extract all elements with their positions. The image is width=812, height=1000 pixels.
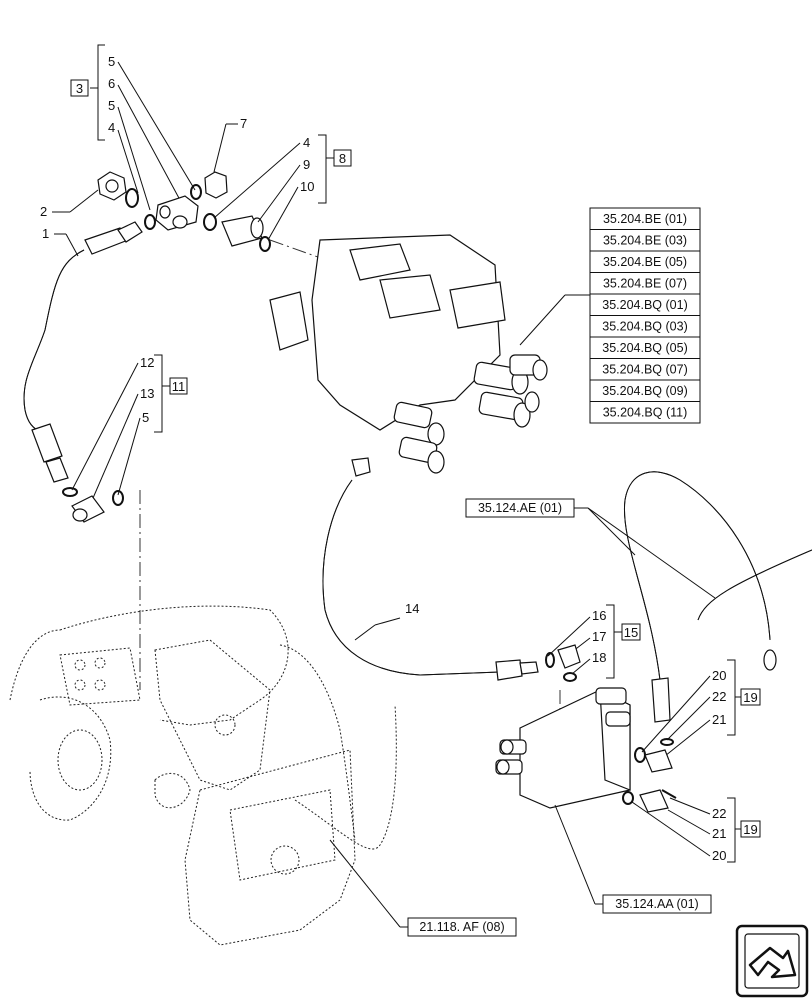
block-ref-label: 35.124.AA (01) [615,897,698,911]
callout-5-bottom: 5 [142,410,149,425]
callout-19-lower: 19 [743,822,757,837]
valve-block: 35.124.AA (01) [495,687,712,914]
bracket-group-11: 11 12 13 5 [62,354,188,523]
callout-22-lower: 22 [712,806,726,821]
callout-18: 18 [592,650,606,665]
bracket-group-19-upper: 19 20 22 21 [634,659,761,773]
frame-ref-label: 21.118. AF (08) [419,920,504,934]
valve-ref-label: 35.204.BQ (07) [602,363,687,377]
valve-ref-label: 35.204.BQ (01) [602,298,687,312]
callout-5-mid: 5 [108,98,115,113]
valve-ref-label: 35.204.BQ (03) [602,320,687,334]
quick-couplers [393,354,548,474]
hose-14: 14 [322,457,539,681]
callout-3: 3 [76,81,83,96]
callout-9: 9 [303,157,310,172]
callout-22-upper: 22 [712,689,726,704]
valve-ref-label: 35.204.BE (07) [603,277,687,291]
callout-21-lower: 21 [712,826,726,841]
callout-7: 7 [240,116,247,131]
callout-5-top: 5 [108,54,115,69]
hose-35-124-ae: 35.124.AE (01) [465,471,812,723]
callout-8: 8 [339,151,346,166]
callout-10: 10 [300,179,314,194]
callout-20-lower: 20 [712,848,726,863]
callout-4-left: 4 [108,120,115,135]
callout-12: 12 [140,355,154,370]
callout-20-upper: 20 [712,668,726,683]
valve-ref-label: 35.204.BE (03) [603,234,687,248]
valve-ref-label: 35.204.BQ (11) [603,406,688,420]
bracket-group-19-lower: 19 22 21 20 [622,789,761,863]
valve-ref-label: 35.204.BQ (09) [602,384,687,398]
bracket-group-8: 8 4 9 10 [213,134,352,241]
callout-17: 17 [592,629,606,644]
callout-21-upper: 21 [712,712,726,727]
valve-ref-label: 35.204.BE (05) [603,255,687,269]
callout-13: 13 [140,386,154,401]
valve-reference-list: 35.204.BE (01) 35.204.BE (03) 35.204.BE (0… [519,207,701,424]
callout-16: 16 [592,608,606,623]
bracket-group-3: 3 5 6 5 4 [70,44,196,211]
callout-15: 15 [624,625,638,640]
callout-14: 14 [405,601,419,616]
callout-1: 1 [42,226,49,241]
callout-19-upper: 19 [743,690,757,705]
callout-2: 2 [40,204,47,219]
next-page-arrow-icon[interactable] [735,924,809,998]
callout-11: 11 [172,379,186,394]
fittings-top: 2 7 [40,116,271,252]
valve-ref-label: 35.204.BE (01) [603,212,687,226]
bracket-group-15: 15 16 17 18 [545,604,641,682]
callout-6: 6 [108,76,115,91]
valve-ref-label: 35.204.BQ (05) [602,341,687,355]
tractor-frame: 21.118. AF (08) [9,490,517,946]
control-valve-stack [269,234,548,474]
callout-4-right: 4 [303,135,310,150]
hose-ref-label: 35.124.AE (01) [478,501,562,515]
hose-1: 1 [23,221,143,483]
valve-ref-boxes: 35.204.BE (01) 35.204.BE (03) 35.204.BE (0… [589,207,701,424]
valve-ref-box [589,401,701,424]
